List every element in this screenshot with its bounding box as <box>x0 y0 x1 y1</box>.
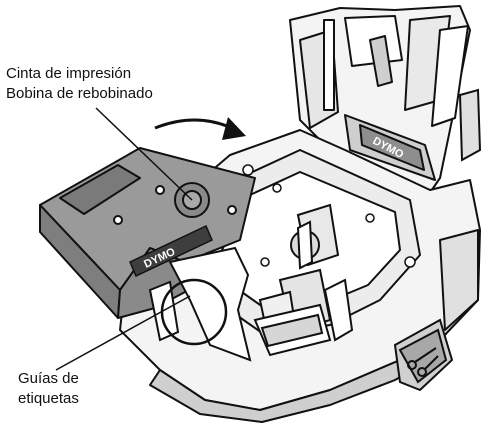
ribbon-leader-line <box>95 107 193 201</box>
curved-arrow-icon <box>154 117 246 140</box>
guides-callout-label: Guías de etiquetas <box>18 369 79 409</box>
guides-leader-line <box>55 295 191 371</box>
guides-callout-line1: Guías de <box>18 370 79 387</box>
lid-hinge-right <box>458 88 482 162</box>
body-holes <box>242 164 416 268</box>
ribbon-callout-line1: Cinta de impresión <box>6 65 132 82</box>
scissors-icon <box>407 347 439 377</box>
guides-callout-line2: etiquetas <box>18 390 79 407</box>
label-exit-slot <box>253 303 332 357</box>
cartridge-brand-badge <box>129 224 213 278</box>
ribbon-callout-label: Cinta de impresión Bobina de rebobinado <box>6 64 153 104</box>
ribbon-callout-line2: Bobina de rebobinado <box>6 85 153 102</box>
